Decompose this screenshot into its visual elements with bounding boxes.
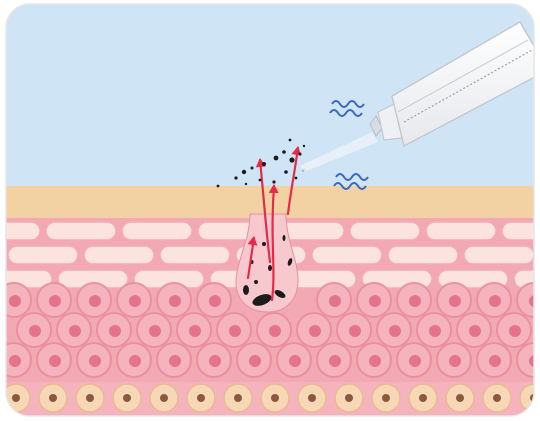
debris-particle [245, 183, 247, 185]
cell-nucleus [9, 295, 21, 307]
cell-nucleus [129, 295, 141, 307]
debris-particle [254, 280, 258, 284]
basal-cell-dot [86, 394, 94, 402]
stratum-cell [84, 246, 154, 264]
stratum-cell [464, 246, 534, 264]
debris-particle [234, 176, 237, 179]
stratum-cell [46, 222, 116, 240]
basal-cell-dot [197, 394, 205, 402]
cell-nucleus [309, 325, 321, 337]
stratum-cell [312, 246, 382, 264]
basal-cell-dot [419, 394, 427, 402]
basal-cell-dot [234, 394, 242, 402]
basal-cells-row [2, 382, 540, 418]
cell-nucleus [289, 355, 301, 367]
cell-nucleus [389, 325, 401, 337]
cell-nucleus [329, 295, 341, 307]
cell-nucleus [49, 355, 61, 367]
debris-particle [272, 180, 275, 183]
basal-cell-dot [382, 394, 390, 402]
cell-nucleus [369, 355, 381, 367]
debris-particle [289, 157, 294, 162]
stratum-cell [160, 246, 230, 264]
cell-nucleus [369, 295, 381, 307]
debris-particle [274, 156, 279, 161]
cell-nucleus [49, 295, 61, 307]
stratum-cell [122, 222, 192, 240]
cell-nucleus [449, 295, 461, 307]
cell-nucleus [449, 355, 461, 367]
cell-nucleus [489, 355, 501, 367]
cell-nucleus [169, 355, 181, 367]
cell-nucleus [409, 295, 421, 307]
cell-nucleus [269, 325, 281, 337]
cell-nucleus [329, 355, 341, 367]
cell-nucleus [29, 325, 41, 337]
cell-nucleus [89, 295, 101, 307]
cell-nucleus [409, 355, 421, 367]
cell-nucleus [89, 355, 101, 367]
cell-nucleus [249, 355, 261, 367]
cell-nucleus [69, 325, 81, 337]
basal-cell-dot [49, 394, 57, 402]
basal-cell-dot [345, 394, 353, 402]
debris-particle [243, 285, 249, 295]
cell-nucleus [509, 325, 521, 337]
debris-particle [299, 153, 302, 156]
extraction-arrow-icon [272, 186, 274, 300]
cell-nucleus [349, 325, 361, 337]
basal-cell-dot [456, 394, 464, 402]
debris-particle [217, 185, 220, 188]
basal-cell-dot [123, 394, 131, 402]
stratum-cell [350, 222, 420, 240]
cell-nucleus [149, 325, 161, 337]
debris-particle [262, 242, 266, 246]
cell-nucleus [169, 295, 181, 307]
debris-particle [295, 177, 298, 180]
debris-particle [283, 235, 286, 241]
debris-particle [303, 145, 305, 147]
debris-particle [251, 167, 254, 170]
cell-nucleus [429, 325, 441, 337]
debris-particle [289, 139, 292, 142]
cell-nucleus [209, 295, 221, 307]
debris-particle [242, 170, 246, 174]
debris-particle [284, 170, 288, 174]
cell-nucleus [489, 295, 501, 307]
debris-particle [282, 150, 286, 154]
basal-cell-dot [271, 394, 279, 402]
basal-cell-dot [493, 394, 501, 402]
basal-cell-dot [308, 394, 316, 402]
cell-nucleus [189, 325, 201, 337]
debris-particle [262, 162, 266, 166]
stratum-cell [388, 246, 458, 264]
cell-nucleus [229, 325, 241, 337]
basal-cell-dot [160, 394, 168, 402]
stratum-cell [426, 222, 496, 240]
debris-particle [259, 179, 262, 182]
debris-particle [268, 265, 272, 271]
basal-cell-dot [12, 394, 20, 402]
cell-nucleus [209, 355, 221, 367]
cell-nucleus [469, 325, 481, 337]
cell-nucleus [109, 325, 121, 337]
cell-nucleus [9, 355, 21, 367]
stratum-cell [8, 246, 78, 264]
cell-nucleus [129, 355, 141, 367]
